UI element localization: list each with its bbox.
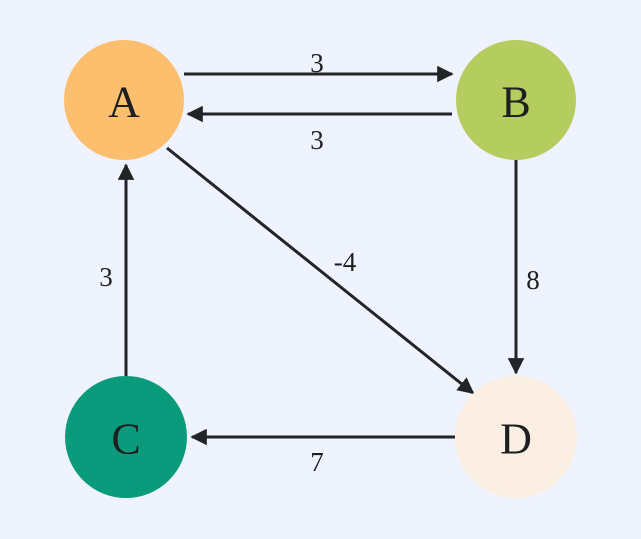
edge-a-to-d-weight: -4 [334, 247, 357, 277]
node-c[interactable]: C [65, 376, 187, 498]
edge-a-to-b[interactable]: 3 [184, 48, 454, 83]
node-a-label: A [108, 78, 140, 127]
node-d-label: D [500, 415, 532, 464]
node-a[interactable]: A [64, 40, 184, 160]
node-c-label: C [111, 415, 140, 464]
node-a-circle [64, 40, 184, 160]
node-b-circle [456, 40, 576, 160]
edge-a-to-b-weight: 3 [310, 48, 324, 78]
edge-d-to-c[interactable]: 7 [190, 428, 455, 477]
node-d-circle [455, 376, 577, 498]
edge-c-to-a-weight: 3 [99, 262, 113, 292]
edge-a-to-d[interactable]: -4 [166, 146, 475, 395]
edge-a-to-d-line [166, 146, 475, 395]
edge-b-to-d-weight: 8 [526, 265, 540, 295]
edge-d-to-c-weight: 7 [310, 447, 324, 477]
node-c-circle [65, 376, 187, 498]
edge-b-to-a[interactable]: 3 [186, 105, 452, 155]
node-b[interactable]: B [456, 40, 576, 160]
node-d[interactable]: D [455, 376, 577, 498]
edge-b-to-d[interactable]: 8 [507, 160, 540, 375]
node-b-label: B [501, 78, 530, 127]
edge-c-to-a[interactable]: 3 [99, 163, 135, 376]
edge-b-to-a-weight: 3 [310, 125, 324, 155]
